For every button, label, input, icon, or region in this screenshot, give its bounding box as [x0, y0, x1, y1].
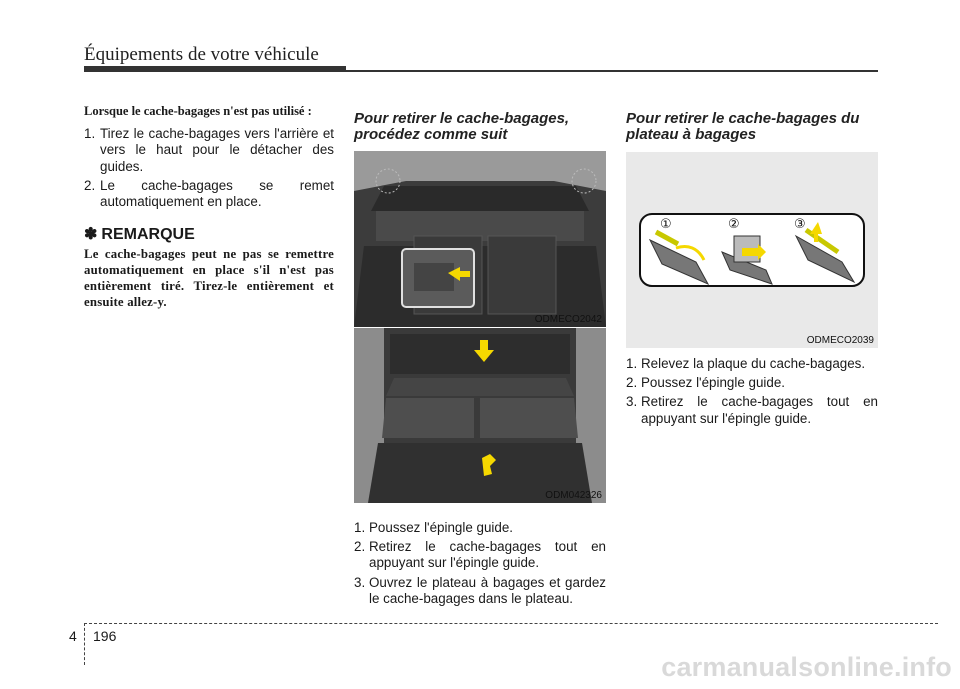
figure-caption: ODM042326 [545, 490, 602, 501]
step-number: 1. [84, 126, 96, 142]
step-number: 2. [84, 177, 96, 193]
trunk-tray-illustration [354, 328, 606, 503]
note-title-text: REMARQUE [101, 226, 195, 244]
intro-text: Lorsque le cache-bagages n'est pas utili… [84, 104, 312, 118]
list-item: 2. Le cache-bagages se remet automatique… [84, 178, 334, 210]
list-item: 2. Retirez le cache-bagages tout en appu… [354, 539, 606, 571]
section-title-remove-from-tray: Pour retirer le cache-bagages du plateau… [626, 110, 860, 143]
column-2: Pour retirer le cache-bagages, procédez … [354, 111, 606, 143]
col1-step-list: 1. Tirez le cache-bagages vers l'arrière… [84, 126, 334, 210]
header-accent-bar [84, 66, 346, 72]
step-text: Ouvrez le plateau à bagages et gardez le… [369, 574, 606, 606]
figure-marker: ③ [794, 217, 806, 232]
figure-tray-removal-steps: ① ② ③ ODMECO2039 [626, 152, 878, 348]
note-body: Le cache-bagages peut ne pas se remettre… [84, 247, 334, 309]
list-item: 3. Retirez le cache-bagages tout en appu… [626, 394, 878, 426]
figure-marker: ② [728, 217, 740, 232]
note-heading: ✽ REMARQUE [84, 227, 334, 243]
footer-rule [84, 623, 938, 624]
figure-marker: ① [660, 217, 672, 232]
step-text: Retirez le cache-bagages tout en appuyan… [369, 539, 606, 571]
step-text: Tirez le cache-bagages vers l'arrière et… [100, 126, 334, 174]
footer-divider [84, 623, 85, 665]
step-text: Relevez la plaque du cache-bagages. [641, 356, 866, 371]
header-rule [84, 70, 878, 72]
step-number: 3. [626, 394, 638, 410]
section-title-remove-cover: Pour retirer le cache-bagages, procédez … [354, 110, 570, 143]
step-text: Poussez l'épingle guide. [641, 375, 786, 391]
col2-steps-container: 1. Poussez l'épingle guide. 2. Retirez l… [354, 520, 606, 610]
list-item: 1. Relevez la plaque du cache-bagages. [626, 356, 878, 372]
list-item: 3. Ouvrez le plateau à bagages et gardez… [354, 575, 606, 607]
step-2-drawing [721, 235, 773, 285]
column-3: Pour retirer le cache-bagages du plateau… [626, 111, 878, 143]
col2-step-list: 1. Poussez l'épingle guide. 2. Retirez l… [354, 520, 606, 607]
step-text: Poussez l'épingle guide. [369, 520, 514, 535]
step-number: 1. [626, 356, 638, 371]
figure-trunk-cover-pin: ODMECO2042 [354, 151, 606, 327]
chapter-number: 4 [69, 628, 77, 644]
watermark: carmanualsonline.info [661, 652, 952, 682]
page-header-title: Équipements de votre véhicule [84, 44, 319, 65]
col3-steps-container: 1. Relevez la plaque du cache-bagages. 2… [626, 356, 878, 430]
asterisk-icon: ✽ [84, 226, 98, 244]
step-number: 1. [354, 520, 366, 535]
tray-removal-illustration: ① ② ③ [626, 152, 878, 348]
figure-trunk-tray: ODM042326 [354, 328, 606, 503]
step-number: 2. [354, 539, 366, 555]
trunk-photo-illustration [354, 151, 606, 327]
list-item: 1. Poussez l'épingle guide. [354, 520, 606, 536]
step-number: 3. [354, 574, 366, 590]
page-number: 196 [93, 628, 117, 644]
figure-caption: ODMECO2042 [534, 314, 602, 325]
list-item: 2. Poussez l'épingle guide. [626, 375, 878, 391]
list-item: 1. Tirez le cache-bagages vers l'arrière… [84, 126, 334, 175]
col3-step-list: 1. Relevez la plaque du cache-bagages. 2… [626, 356, 878, 427]
step-3-drawing [794, 222, 856, 284]
column-1: Lorsque le cache-bagages n'est pas utili… [84, 103, 334, 311]
figure-caption: ODMECO2039 [806, 335, 874, 346]
step-text: Retirez le cache-bagages tout en appuyan… [641, 394, 878, 426]
step-number: 2. [626, 375, 638, 391]
step-text: Le cache-bagages se remet automatiquemen… [100, 177, 334, 210]
step-1-drawing [648, 229, 710, 286]
